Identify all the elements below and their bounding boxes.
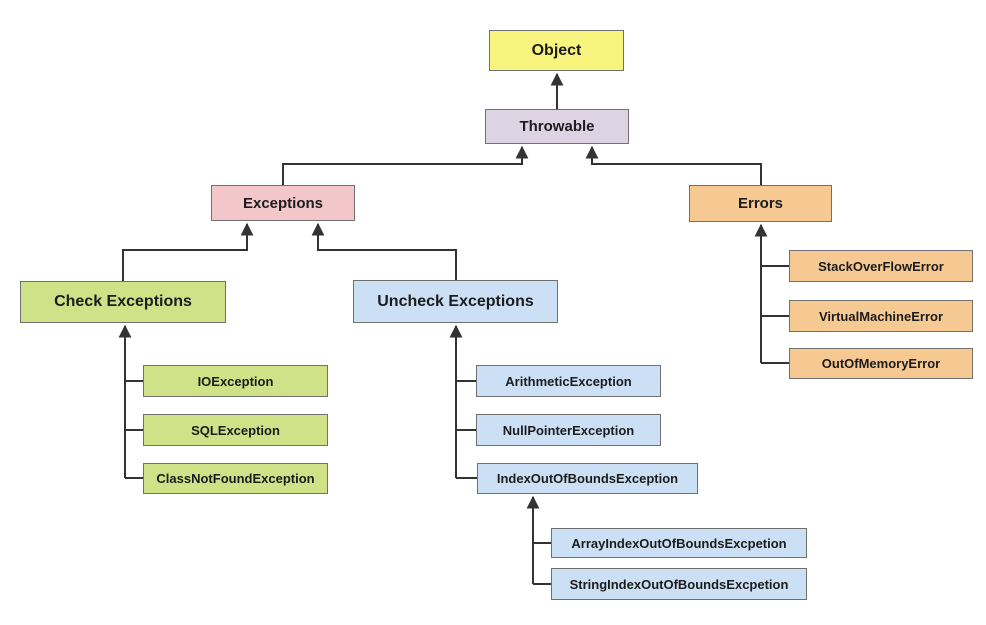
edge-exceptions-throwable: [282, 145, 529, 185]
node-sql-exception: SQLException: [143, 414, 328, 446]
node-out-of-memory-error: OutOfMemoryError: [789, 348, 973, 379]
node-throwable: Throwable: [485, 109, 629, 144]
node-object: Object: [489, 30, 624, 71]
node-stack-overflow-error: StackOverFlowError: [789, 250, 973, 282]
node-exceptions: Exceptions: [211, 185, 355, 221]
node-string-index-out-of-bounds: StringIndexOutOfBoundsExcpetion: [551, 568, 807, 600]
edge-errors-throwable: [585, 145, 762, 185]
node-check-exceptions: Check Exceptions: [20, 281, 226, 323]
node-uncheck-exceptions: Uncheck Exceptions: [353, 280, 558, 323]
node-arithmetic-exception: ArithmeticException: [476, 365, 661, 397]
node-null-pointer-exception: NullPointerException: [476, 414, 661, 446]
edge-check-exceptions: [122, 222, 254, 281]
edge-uncheck-exceptions: [311, 222, 457, 280]
node-io-exception: IOException: [143, 365, 328, 397]
node-index-out-of-bounds-exception: IndexOutOfBoundsException: [477, 463, 698, 494]
node-virtual-machine-error: VirtualMachineError: [789, 300, 973, 332]
node-class-not-found-exception: ClassNotFoundException: [143, 463, 328, 494]
node-errors: Errors: [689, 185, 832, 222]
node-array-index-out-of-bounds: ArrayIndexOutOfBoundsExcpetion: [551, 528, 807, 558]
